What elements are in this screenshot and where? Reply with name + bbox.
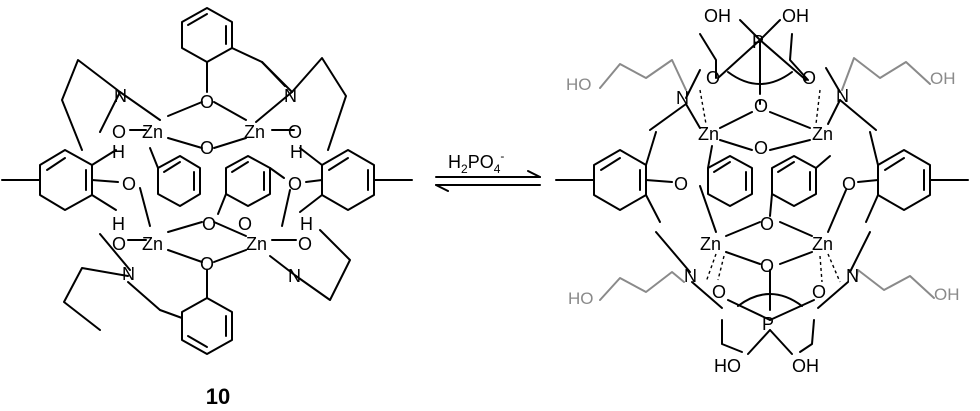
left-zn-4: Zn [246, 234, 267, 254]
right-o-bottom-right: O [812, 282, 826, 302]
left-h-4: H [300, 214, 313, 234]
right-ho-top-left: HO [566, 75, 592, 94]
left-o-top: O [200, 92, 214, 112]
right-o-bottom-left: O [712, 282, 726, 302]
left-h-1: H [112, 142, 125, 162]
right-zn-3: Zn [700, 234, 721, 254]
right-o-lower-center: O [760, 256, 774, 276]
right-o-aryl-left: O [674, 174, 688, 194]
left-o-aryl-left: O [122, 174, 136, 194]
right-ho-bottom-left: HO [568, 289, 594, 308]
left-h-2: H [290, 142, 303, 162]
right-o-lower: O [760, 214, 774, 234]
right-ho-bottom-left-p: HO [714, 356, 741, 376]
left-oh-3: O [112, 234, 126, 254]
right-oh-top-right: OH [782, 6, 809, 26]
left-zn-1: Zn [142, 122, 163, 142]
right-o-top-left: O [706, 68, 720, 88]
equilibrium-arrows [435, 170, 541, 192]
left-oh-1: O [112, 122, 126, 142]
right-p-bottom: P [762, 314, 774, 334]
right-oh-bottom-right: OH [934, 285, 960, 304]
left-o-lower-right: O [238, 214, 252, 234]
right-p-top: P [752, 32, 764, 52]
compound-10-structure: N N O Zn Zn O H O H O O O O O H O H O Zn… [1, 7, 413, 355]
left-n-bottom-right: N [288, 266, 301, 286]
right-n-bottom-left: N [684, 266, 697, 286]
right-zn-4: Zn [812, 234, 833, 254]
reagent-label: H2PO4- [448, 149, 504, 176]
right-zn-1: Zn [698, 124, 719, 144]
right-zn-2: Zn [812, 124, 833, 144]
left-zn-3: Zn [142, 234, 163, 254]
right-n-top-left: N [676, 88, 689, 108]
left-oh-2: O [288, 122, 302, 142]
left-o-lower: O [202, 214, 216, 234]
right-o-top-right: O [802, 68, 816, 88]
left-o-bottom: O [200, 254, 214, 274]
left-top-benzene [181, 7, 233, 63]
left-zn-2: Zn [244, 122, 265, 142]
right-o-aryl-right: O [842, 174, 856, 194]
left-o-mid: O [200, 138, 214, 158]
compound-number: 10 [206, 384, 230, 409]
right-oh-top-left: OH [704, 6, 731, 26]
left-h-3: H [112, 214, 125, 234]
left-n-bottom-left: N [122, 264, 135, 284]
right-o-top-center: O [754, 96, 768, 116]
right-o-center: O [754, 138, 768, 158]
right-n-top-right: N [836, 86, 849, 106]
right-oh-top-right-arm: OH [930, 69, 956, 88]
left-aromatic-ring [39, 149, 93, 211]
left-n-top-right: N [284, 86, 297, 106]
right-oh-bottom-right-p: OH [792, 356, 819, 376]
phosphate-complex-structure: OH OH P O O HO OH N N O Zn Zn O O O O Zn… [555, 6, 969, 376]
left-n-top-left: N [114, 86, 127, 106]
left-oh-4: O [298, 234, 312, 254]
right-n-bottom-right: N [846, 266, 859, 286]
left-bottom-benzene [181, 297, 233, 355]
left-o-aryl-right: O [288, 174, 302, 194]
